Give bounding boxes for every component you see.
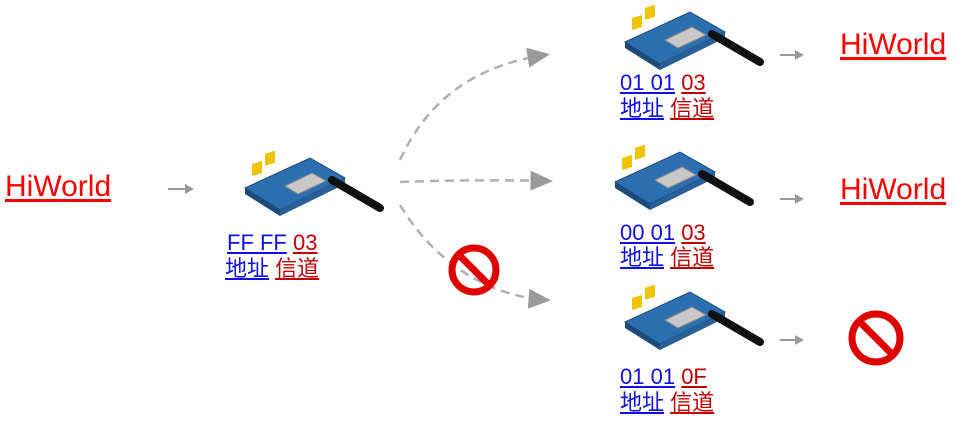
receiver-1-address: 01 01 — [620, 70, 676, 95]
receiver-3-address-caption: 地址 — [620, 390, 665, 415]
arrow-right-icon — [780, 194, 804, 204]
sender-channel: 03 — [293, 230, 318, 255]
path-to-receiver-3 — [398, 204, 551, 309]
arrow-right-icon — [780, 335, 804, 345]
receiver-3-channel-caption: 信道 — [670, 390, 715, 415]
receiver-2-channel-caption: 信道 — [670, 245, 715, 270]
lora-hat-module-icon — [623, 4, 764, 70]
receiver-3-address-channel: 01 01 0F — [620, 366, 707, 388]
receiver-1-address-caption: 地址 — [620, 96, 665, 121]
receiver-2-captions: 地址 信道 — [620, 247, 714, 269]
receiver-2-message: HiWorld — [840, 173, 947, 206]
sender-message: HiWorld — [5, 170, 112, 203]
sender-address: FF FF — [227, 230, 287, 255]
receiver-3-captions: 地址 信道 — [620, 392, 714, 414]
receiver-1-channel: 03 — [681, 70, 706, 95]
receiver-3-address: 01 01 — [620, 364, 676, 389]
lora-hat-module-icon — [613, 144, 754, 210]
path-to-receiver-2 — [399, 170, 553, 191]
sender-address-caption: 地址 — [225, 256, 270, 281]
sender-captions: 地址 信道 — [225, 258, 319, 280]
receiver-1-captions: 地址 信道 — [620, 98, 714, 120]
receiver-2-address-channel: 00 01 03 — [620, 222, 706, 244]
receiver-2-address: 00 01 — [620, 220, 676, 245]
lora-hat-module-icon — [623, 284, 764, 350]
prohibited-icon — [448, 244, 500, 296]
prohibited-icon — [848, 310, 904, 366]
receiver-1-address-channel: 01 01 03 — [620, 72, 706, 94]
path-to-receiver-1 — [398, 47, 550, 161]
receiver-2-channel: 03 — [681, 220, 706, 245]
arrow-right-icon — [780, 50, 804, 60]
sender-address-channel: FF FF 03 — [227, 232, 317, 254]
receiver-2-address-caption: 地址 — [620, 245, 665, 270]
sender-channel-caption: 信道 — [275, 256, 320, 281]
lora-hat-module-icon — [243, 150, 384, 216]
receiver-3-channel: 0F — [681, 364, 707, 389]
receiver-1-channel-caption: 信道 — [670, 96, 715, 121]
receiver-1-message: HiWorld — [840, 28, 947, 61]
arrow-right-icon — [168, 184, 194, 194]
